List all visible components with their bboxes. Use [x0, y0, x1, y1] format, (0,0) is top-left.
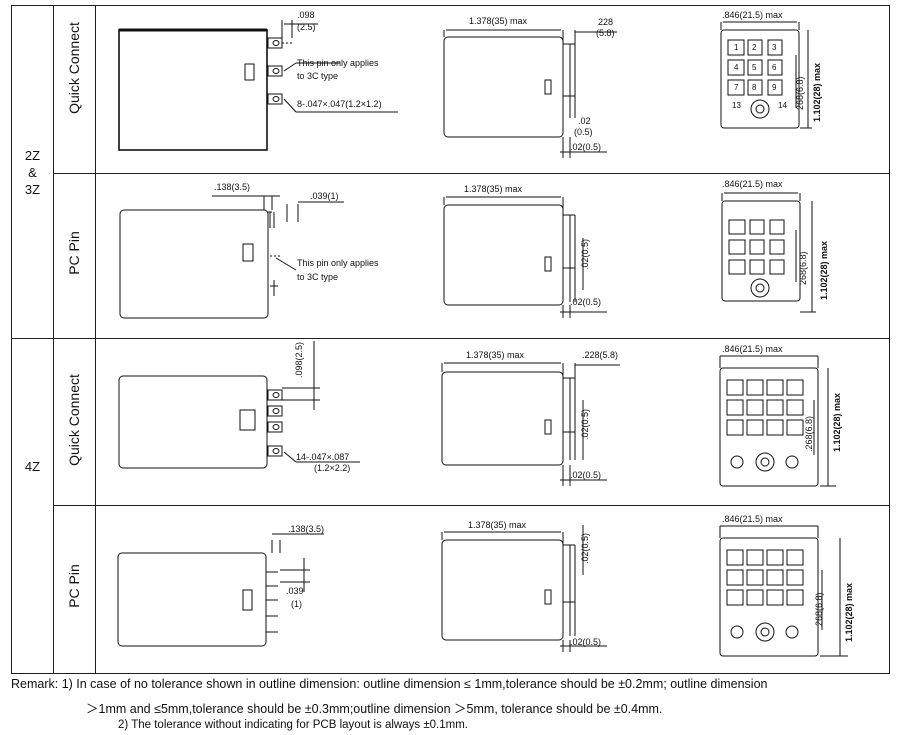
terminal-number: 14 — [778, 101, 787, 110]
dim-gap: (0.5) — [574, 127, 593, 137]
dim-depth-max: .846(21.5) max — [722, 514, 783, 524]
side-view-pc-pin-4z — [117, 533, 324, 647]
group-label-line: & — [28, 165, 37, 180]
terminal-number: 9 — [772, 83, 777, 92]
bottom-view-pc-pin — [721, 192, 816, 313]
dim-pc-pin: .039 — [286, 586, 304, 596]
group-label-2z-3z: 2Z & 3Z — [12, 147, 53, 198]
dim-pin-len: 228 — [598, 17, 613, 27]
quick-connect-tab-icon — [267, 37, 283, 105]
group-label-4z: 4Z — [12, 458, 53, 475]
terminal-number: 3 — [772, 43, 777, 52]
front-view-pc-pin — [443, 196, 607, 318]
dim-depth-max: .846(21.5) max — [722, 179, 783, 189]
dim-width-max: 1.378(35) max — [466, 350, 525, 360]
note-pin-only: to 3C type — [297, 272, 338, 282]
table-border-bottom — [11, 673, 890, 674]
dim-height-max: 1.102(28) max — [812, 63, 822, 122]
terminal-block-icon — [726, 379, 804, 436]
remark-line-1: Remark: 1) In case of no tolerance shown… — [11, 677, 768, 691]
quick-connect-tab-icon — [267, 389, 283, 457]
dim-pin-spacing: 268(6.8) — [795, 76, 805, 110]
dim-gap: .02(0.5) — [570, 297, 601, 307]
dim-gap: .02(0.5) — [580, 239, 590, 270]
dim-pin-spacing: .268(6.8) — [804, 416, 814, 452]
front-view-pc-pin-4z — [441, 525, 607, 652]
dim-pin-spacing: 268(6.8) — [798, 251, 808, 285]
dim-pc-offset: .138(3.5) — [214, 182, 250, 192]
dim-qc-tab: (1.2×2.2) — [314, 463, 350, 473]
side-view-quick-connect-4z — [118, 341, 360, 469]
bottom-view-quick-connect-4z — [719, 355, 836, 487]
dim-height-max: 1.102(28) max — [832, 393, 842, 452]
terminal-number: 4 — [734, 63, 739, 72]
dim-depth-max: .846(21.5) max — [722, 344, 783, 354]
row-divider — [53, 505, 890, 506]
terminal-block-icon — [726, 549, 804, 606]
group-label-line: 4Z — [24, 459, 41, 474]
terminal-number: 7 — [734, 83, 739, 92]
note-pin-only: This pin only applies — [297, 258, 379, 268]
bottom-view-pc-pin-4z — [719, 525, 848, 657]
dim-pitch: .098(2.5) — [294, 342, 304, 378]
dim-gap: .02(0.5) — [570, 637, 601, 647]
table-border-left — [11, 5, 12, 674]
terminal-number: 6 — [772, 63, 777, 72]
dim-pitch: .098 — [297, 10, 315, 20]
terminal-number: 1 — [734, 43, 739, 52]
remark-line-2: ＞1mm and ≤5mm,tolerance should be ±0.3mm… — [86, 702, 663, 716]
dim-pc-pin: (1) — [291, 599, 302, 609]
dim-pin-len: (5.8) — [596, 28, 615, 38]
type-column-divider — [95, 5, 96, 674]
dim-gap: .02(0.5) — [570, 470, 601, 480]
row-divider — [53, 173, 890, 174]
dim-gap: .02(0.5) — [580, 409, 590, 440]
front-view-quick-connect — [443, 29, 617, 158]
dim-pc-pin: .039(1) — [310, 191, 339, 201]
dim-gap: .02(0.5) — [570, 142, 601, 152]
dim-height-max: 1.102(28) max — [844, 583, 854, 642]
group-label-line: 2Z — [24, 148, 41, 163]
bottom-view-quick-connect — [720, 21, 812, 129]
dim-qc-tab: 8-.047×.047(1.2×1.2) — [297, 99, 382, 109]
terminal-number: 2 — [752, 43, 757, 52]
terminal-block-icon — [728, 219, 785, 275]
table-border-top — [11, 5, 890, 6]
remark-line-3: 2) The tolerance without indicating for … — [118, 719, 468, 731]
dim-width-max: 1.378(35) max — [468, 520, 527, 530]
dim-height-max: 1.102(28) max — [819, 241, 829, 300]
dim-pitch: (2.5) — [297, 22, 316, 32]
dim-depth-max: .846(21.5) max — [722, 10, 783, 20]
terminal-number: 13 — [732, 101, 741, 110]
front-view-quick-connect-4z — [441, 362, 620, 486]
group-divider — [11, 338, 890, 339]
dim-pin-len: .228(5.8) — [582, 350, 618, 360]
side-view-pc-pin — [119, 195, 344, 319]
dim-gap: .02 — [578, 116, 591, 126]
dim-width-max: 1.378(35) max — [464, 184, 523, 194]
terminal-number: 5 — [752, 63, 757, 72]
side-view-quick-connect — [118, 20, 398, 151]
note-pin-only: This pin only applies — [297, 58, 379, 68]
table-border-right — [889, 5, 890, 674]
dim-pc-offset: .138(3.5) — [288, 524, 324, 534]
dim-width-max: 1.378(35) max — [469, 16, 528, 26]
terminal-number: 8 — [752, 83, 757, 92]
group-column-divider — [53, 5, 54, 674]
note-pin-only: to 3C type — [297, 71, 338, 81]
dim-gap: .02(0.5) — [580, 533, 590, 564]
dim-qc-tab: 14-.047×.087 — [296, 452, 349, 462]
terminal-block-icon — [727, 39, 783, 96]
dim-pin-spacing: 268(6.8) — [814, 592, 824, 626]
group-label-line: 3Z — [24, 182, 41, 197]
